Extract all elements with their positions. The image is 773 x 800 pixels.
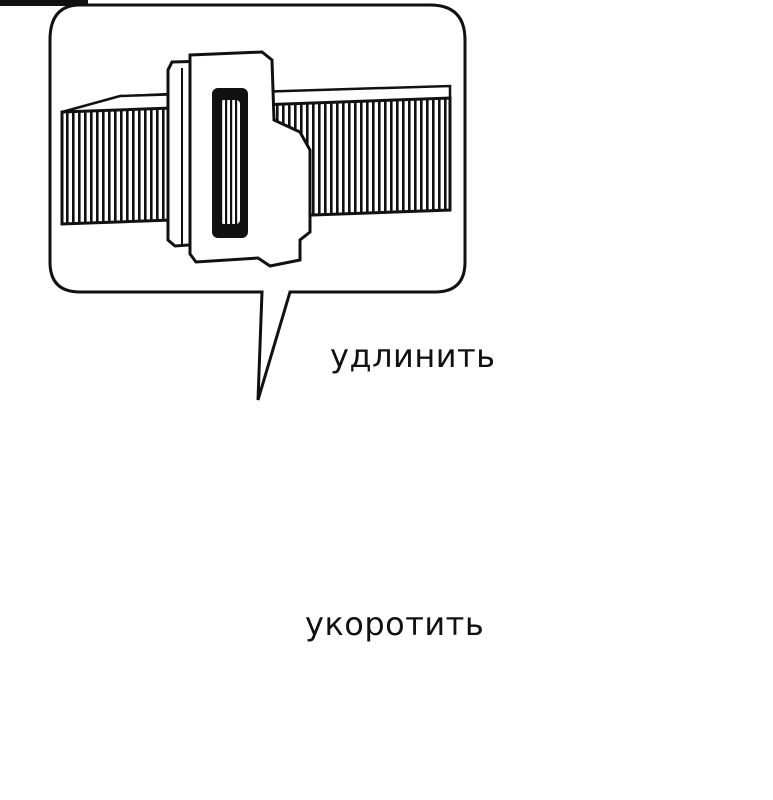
label-shorten: укоротить <box>305 605 485 643</box>
buckle-icon <box>166 50 312 268</box>
label-lengthen: удлинить <box>330 337 496 375</box>
zoom-callout <box>48 3 467 401</box>
